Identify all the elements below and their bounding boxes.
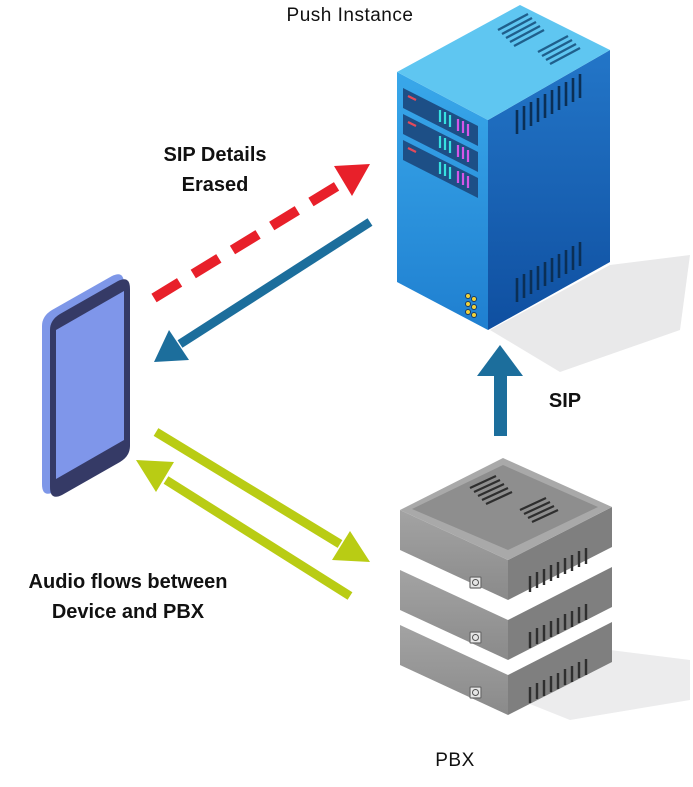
audio-flow-label: Audio flows between Device and PBX bbox=[0, 567, 256, 627]
audio-arrow-to-device bbox=[136, 460, 353, 600]
push-arrow bbox=[154, 218, 373, 362]
push-server-icon bbox=[397, 5, 690, 372]
smartphone-icon bbox=[42, 274, 130, 497]
sip-details-label: SIP Details Erased bbox=[130, 140, 300, 200]
sip-label: SIP bbox=[548, 390, 582, 412]
sip-details-line1: SIP Details bbox=[163, 144, 267, 166]
audio-flow-line2: Device and PBX bbox=[51, 601, 205, 623]
audio-flow-line1: Audio flows between bbox=[28, 571, 228, 593]
sip-arrow bbox=[477, 345, 523, 436]
erased-arrow bbox=[151, 164, 370, 303]
sip-details-line2: Erased bbox=[181, 174, 249, 196]
audio-arrow-to-pbx bbox=[153, 428, 370, 562]
pbx-server-icon bbox=[400, 458, 690, 720]
pbx-label: PBX bbox=[435, 750, 475, 771]
push-instance-label: Push Instance bbox=[286, 5, 414, 26]
